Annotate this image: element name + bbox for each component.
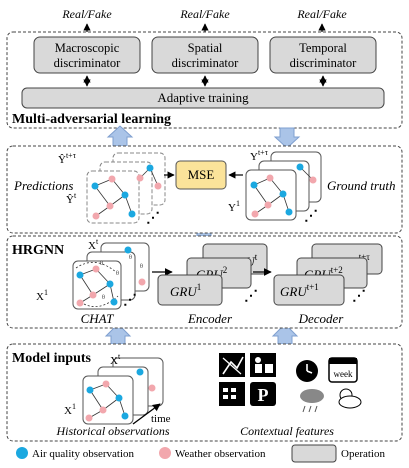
discriminator-spatial: Spatial discriminator [151,36,259,74]
legend-weather-label: Weather observation [175,448,266,460]
prediction-graph-stack: ⋰ [86,152,166,226]
discriminator-spatial-line1: Spatial [188,41,223,55]
real-fake-label-spatial: Real/Fake [179,7,230,21]
encoder-gru-1 [157,274,223,306]
input-x-last-label: Xt [110,352,121,367]
parking-icon: P [250,382,276,406]
pred-first-label: Ŷt [66,191,77,206]
rain-cloud-icon [300,389,324,413]
decoder-gru-stack: GRUt+τ GRUt+2 GRUt+1 ⋰ [273,243,383,306]
contextual-features-label: Contextual features [240,424,334,438]
predictions-label: Predictions [13,178,73,193]
discriminator-spatial-line2: discriminator [172,56,239,70]
legend-operation-swatch [291,444,337,463]
hrgnn-title: HRGNN [12,243,64,258]
calendar-icon: week [328,357,358,383]
adaptive-training-arrows [83,75,327,87]
svg-text:⋰: ⋰ [146,211,160,226]
multi-adversarial-title: Multi-adversarial learning [12,112,171,127]
legend: Air quality observation Weather observat… [16,444,385,463]
real-fake-outputs: Real/Fake Real/Fake Real/Fake [61,7,347,21]
discriminator-temporal-line1: Temporal [299,41,347,55]
sun-cloud-icon [338,388,362,409]
gt-first-label: Y1 [228,199,240,214]
svg-text:P: P [258,385,269,405]
svg-text:θ: θ [102,295,105,301]
block-arrow-down-1 [273,127,301,149]
discriminator-macroscopic-line2: discriminator [54,56,121,70]
svg-text:⋰: ⋰ [123,293,137,308]
svg-text:⋰: ⋰ [244,289,258,304]
output-arrows [83,23,326,32]
chat-x-first-label: X1 [36,288,48,303]
historical-observations-label: Historical observations [56,424,170,438]
chat-x-last-label: Xt [88,237,99,252]
model-inputs-title: Model inputs [12,351,92,366]
road-network-icon [219,353,245,377]
legend-operation-label: Operation [341,448,385,460]
adaptive-training-label: Adaptive training [157,90,249,105]
clock-icon [296,360,318,382]
svg-text:GRU1: GRU1 [170,282,201,299]
encoder-label: Encoder [187,311,233,326]
chat-graph-stack: θ θ θ θ θ ⋰ [72,242,150,310]
real-fake-label-macroscopic: Real/Fake [61,7,112,21]
mse-box: MSE [175,160,227,190]
svg-text:GRUt+1: GRUt+1 [280,282,319,299]
legend-air-quality-label: Air quality observation [32,448,135,460]
ground-truth-graph-stack: ⋰ [245,151,322,224]
discriminator-temporal: Temporal discriminator [269,36,377,74]
block-arrow-up-1 [106,125,134,147]
chat-label: CHAT [81,311,115,326]
real-fake-label-temporal: Real/Fake [296,7,347,21]
svg-text:⋰: ⋰ [304,209,318,224]
pred-last-label: Ŷt+τ [58,151,77,166]
legend-air-quality-swatch [16,447,28,459]
svg-text:θ: θ [129,255,132,261]
mse-label: MSE [188,167,215,182]
svg-text:θ: θ [140,264,143,270]
contextual-icons: P week [219,353,362,413]
time-label: time [151,413,171,425]
legend-weather-swatch [159,447,171,459]
decoder-label: Decoder [298,311,345,326]
building-icon [219,382,245,406]
input-x-first-label: X1 [64,402,76,417]
block-arrow-up-3 [104,323,132,345]
svg-text:⋰: ⋰ [352,289,366,304]
adaptive-training-bar: Adaptive training [21,87,385,109]
block-arrow-up-4 [271,323,299,345]
discriminator-macroscopic-line1: Macroscopic [55,41,120,55]
calendar-text: week [334,369,353,379]
svg-text:θ: θ [100,261,103,267]
decoder-gru-t-plus-1 [273,274,345,306]
encoder-gru-stack: GRUt GRU2 GRU1 ⋰ [157,243,268,306]
gt-last-label: Yt+τ [250,148,269,163]
svg-text:θ: θ [116,271,119,277]
historical-graph-stack [82,357,164,425]
ground-truth-label: Ground truth [327,178,396,193]
poi-people-icon [250,353,276,377]
discriminator-temporal-line2: discriminator [290,56,357,70]
discriminator-macroscopic: Macroscopic discriminator [33,36,141,74]
